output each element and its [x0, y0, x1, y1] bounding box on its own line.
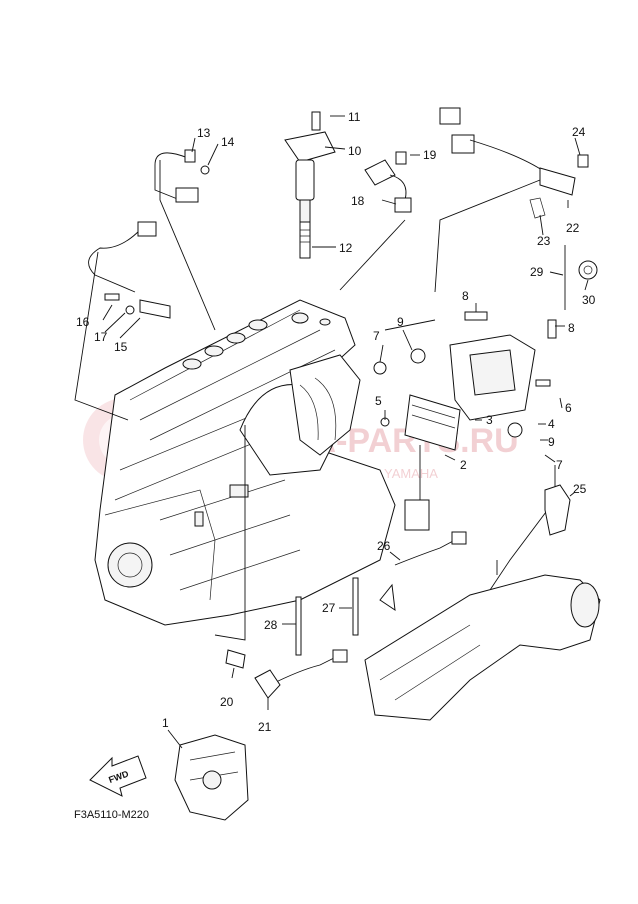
callout-26: 26: [377, 539, 391, 553]
callout-17: 17: [94, 330, 108, 344]
part-25: [544, 484, 571, 536]
callout-2: 2: [460, 458, 467, 472]
callout-20: 20: [220, 695, 234, 709]
callout-19: 19: [423, 148, 437, 162]
callout-4: 4: [548, 417, 555, 431]
callout-3: 3: [486, 413, 493, 427]
part-26-sensor: [379, 531, 467, 612]
callout-10: 10: [348, 144, 362, 158]
fwd-arrow: FWD: [89, 755, 147, 797]
callout-11: 11: [348, 110, 361, 124]
sensor-harness-left: [154, 149, 210, 203]
parts-29-30: [564, 245, 598, 310]
callout-7-upper: 7: [373, 329, 380, 343]
callout-21: 21: [258, 720, 272, 734]
callout-13: 13: [197, 126, 211, 140]
control-unit-group: [373, 311, 557, 531]
callout-23: 23: [537, 234, 551, 248]
callout-14: 14: [221, 135, 235, 149]
callout-30: 30: [582, 293, 596, 307]
callout-8-right: 8: [568, 321, 575, 335]
sensor-18-19: [364, 151, 412, 213]
callout-22: 22: [566, 221, 580, 235]
callout-8-upper: 8: [462, 289, 469, 303]
callout-12: 12: [339, 241, 353, 255]
callout-27: 27: [322, 601, 336, 615]
diagram-code: F3A5110-M220: [74, 809, 149, 821]
exhaust-pipe: [364, 574, 601, 721]
callout-6: 6: [565, 401, 572, 415]
sensor-harness-lower: [88, 221, 171, 319]
callout-labels: 1 2 3 4 5 6 7 7 8 8 9 9 10 11 12 13 14 1…: [76, 110, 596, 734]
callout-24: 24: [572, 125, 586, 139]
callout-29: 29: [530, 265, 544, 279]
callout-leaders: [102, 115, 589, 749]
callout-5: 5: [375, 394, 382, 408]
part-1-assembly: [174, 734, 249, 821]
leader-lines: [74, 160, 556, 641]
ignition-coil-group: [284, 111, 336, 259]
parts-20-21: [225, 649, 348, 699]
callout-7-lower: 7: [556, 458, 563, 472]
harness-top-right: [439, 107, 589, 219]
callout-9-upper: 9: [397, 315, 404, 329]
cable-ties: [295, 577, 359, 656]
callout-25: 25: [573, 482, 587, 496]
callout-15: 15: [114, 340, 128, 354]
callout-1: 1: [162, 716, 169, 730]
callout-28: 28: [264, 618, 278, 632]
callout-9-lower: 9: [548, 435, 555, 449]
callout-18: 18: [351, 194, 365, 208]
callout-16: 16: [76, 315, 90, 329]
